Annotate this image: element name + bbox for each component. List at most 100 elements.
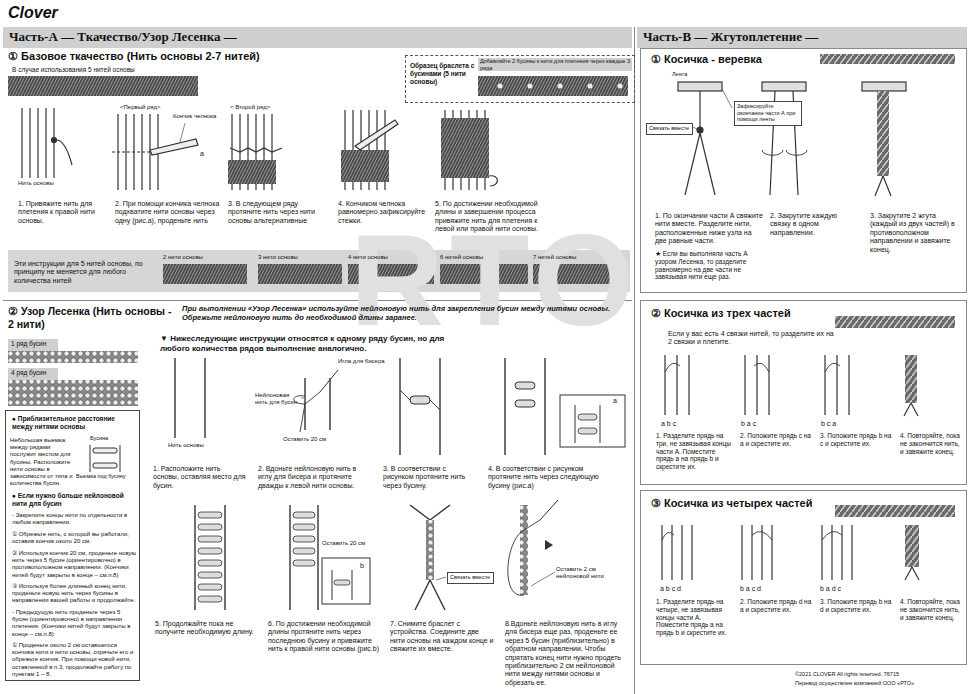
woven-swatch	[558, 84, 563, 89]
braid-steps	[831, 525, 832, 580]
callout-label: Нить основы	[168, 442, 204, 449]
section-heading: ③ Косичка из четырех частей	[651, 497, 812, 510]
ladder-steps	[198, 524, 222, 530]
braid-steps	[762, 150, 783, 155]
tag-label: Зафиксируйте окончание части А при помощ…	[737, 103, 799, 123]
footer-text: ©2021 CLOVER All rights reserved. 76715	[795, 671, 899, 678]
ladder-steps	[224, 505, 225, 610]
watermark: RTO	[350, 215, 640, 345]
braid-steps	[822, 531, 842, 540]
warp-threads	[228, 160, 276, 184]
ladder-steps	[578, 428, 597, 434]
section-box: ③ Косичка из четырех частей	[640, 490, 967, 665]
step-caption: 1. Разделите прядь на три, не завязывая …	[656, 432, 734, 471]
ladder-steps	[560, 395, 625, 447]
braid-steps	[744, 355, 745, 415]
band-heading: Часть-А — Ткачество/Узор Лесенка —	[9, 29, 237, 45]
callout-label: Нейлоновая нить для бусин	[255, 392, 300, 406]
ladder-steps	[198, 536, 222, 542]
woven-swatch	[498, 84, 503, 89]
braid-steps	[700, 133, 715, 195]
note-text: ① Проденьте около 2 см оставшегося кончи…	[12, 642, 136, 678]
braid-steps	[825, 363, 840, 372]
warp-threads	[441, 118, 489, 178]
woven-swatch	[8, 76, 628, 96]
warp-threads	[230, 148, 282, 152]
ladder-steps	[293, 560, 315, 566]
step-caption: 7. Снимите браслет с устройства. Соедини…	[390, 620, 495, 654]
sample-box: Образец браслета с бусинами (5 нити осно…	[405, 55, 635, 103]
ladder-steps	[426, 520, 434, 580]
braid-steps	[824, 355, 825, 415]
step-caption: 2. При помощи кончика челнока подхватите…	[115, 200, 220, 225]
braid-steps	[751, 525, 752, 580]
part-band: Часть-А — Ткачество/Узор Лесенка —	[3, 27, 632, 48]
box-label: Образец браслета с бусинами (5 нити осно…	[410, 62, 478, 85]
ladder-steps	[515, 382, 535, 389]
callout-label: Лента	[672, 71, 687, 78]
braid-steps	[691, 525, 692, 580]
swatch-label: 2 нити основы	[163, 254, 203, 261]
woven-swatch	[8, 76, 198, 96]
braid-steps	[665, 363, 680, 372]
step-caption: 4. В соответствии с рисунком протяните н…	[488, 465, 613, 490]
info-band	[258, 264, 342, 284]
rope-sample	[835, 505, 955, 517]
note-text: Если у вас есть 4 связки нитей, то разде…	[668, 330, 838, 347]
tag-box: Связать вместе	[646, 123, 693, 135]
ladder-steps	[198, 596, 222, 602]
braid-steps	[699, 91, 700, 130]
swatch-label: 4 нити основы	[348, 254, 388, 261]
braid-steps	[688, 355, 689, 415]
warp-threads	[355, 120, 398, 150]
warp-threads	[45, 108, 46, 178]
step-caption: 3. В следующем ряду протяните нить через…	[228, 200, 326, 225]
ladder-steps	[436, 577, 446, 580]
note-heading: ● Если нужно больше нейлоновой нити для …	[12, 492, 136, 508]
ladder-steps	[352, 570, 353, 600]
strand-letters: b c a	[821, 420, 836, 428]
row-label: < Второй ряд>	[230, 104, 270, 111]
braid-steps	[697, 127, 703, 133]
step-caption: 8.Вдоньте нейлоновую нить в иглу для бис…	[505, 620, 630, 687]
strand-letters: b a d c	[820, 585, 841, 593]
ladder-steps	[600, 405, 601, 443]
divider	[3, 27, 635, 694]
braid-steps	[661, 525, 662, 580]
braid-steps	[768, 355, 769, 415]
tag-box: Связать вместе	[447, 572, 494, 584]
bead-strip	[8, 380, 138, 406]
note-text: - Закрепите концы нити по отдельности в …	[12, 512, 136, 526]
callout-letter: b	[360, 562, 364, 570]
step-caption: 3. Положите прядь b на d и скрестите их.	[820, 598, 896, 614]
step-caption: 1. Разделите прядь на четыре, не завязыв…	[656, 598, 734, 637]
notes-box: ● Приблизительное расстояние между нитям…	[5, 410, 140, 681]
braid-steps	[664, 355, 665, 415]
ladder-steps	[198, 560, 222, 566]
braid-steps	[911, 403, 918, 416]
step-caption: 1. По окончании части А свяжите нити вме…	[655, 212, 765, 246]
step-caption: 6. По достижении необходимой длины протя…	[268, 620, 383, 654]
warp-threads	[29, 108, 30, 178]
tab-label: 4 ряд бусин	[11, 369, 46, 377]
braid-steps	[771, 525, 772, 580]
braid-steps	[786, 150, 807, 155]
warp-threads	[37, 108, 38, 178]
step-caption: 4. Кончиком челнока равномерно зафиксиру…	[338, 200, 430, 225]
section-heading: ② Косичка из трех частей	[651, 307, 791, 320]
braid-steps	[904, 403, 911, 416]
band-text: Эти инструкции для 5 нитей основы, по пр…	[14, 260, 159, 285]
step-caption: 3. В соответствии с рисунком протяните н…	[383, 465, 478, 490]
ladder-steps	[415, 580, 430, 610]
woven-swatch	[478, 76, 628, 96]
step-caption: 1. Расположите нить основы, оставляя мес…	[153, 465, 248, 490]
tag-box: Зафиксируйте окончание части А при помощ…	[734, 101, 802, 126]
ladder-steps	[293, 524, 315, 530]
step-caption: 4. Повторяйте, пока не закончится нить, …	[900, 432, 964, 455]
notes-sketch	[120, 445, 121, 472]
braid-steps	[681, 525, 682, 580]
ladder-steps	[430, 505, 450, 520]
braid-steps	[851, 525, 852, 580]
step-caption: 2. Положите прядь d на a и скрестите их.	[740, 598, 816, 614]
